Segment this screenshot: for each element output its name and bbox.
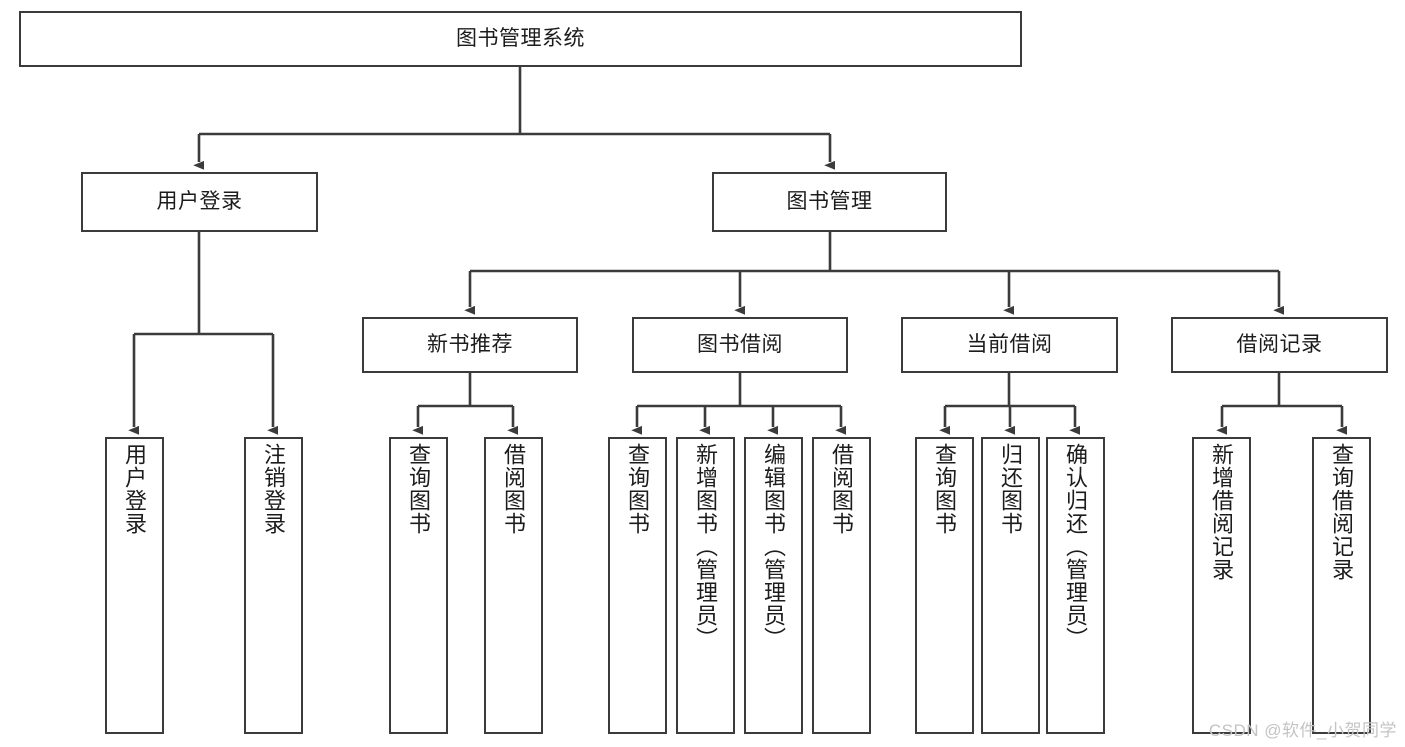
node-leaf-query-book-recommend[interactable]: 查询图书 (389, 437, 448, 734)
node-borrow-record-label: 借阅记录 (1236, 332, 1323, 356)
node-leaf-borrow-book-borrow[interactable]: 借阅图书 (812, 437, 871, 734)
node-leaf-return-book-label: 归还图书 (998, 443, 1024, 535)
node-leaf-edit-book-admin-label: 编辑图书（管理员） (761, 443, 787, 650)
node-leaf-query-book-current[interactable]: 查询图书 (915, 437, 974, 734)
node-leaf-user-login-label: 用户登录 (122, 443, 148, 535)
node-leaf-borrow-book-recommend[interactable]: 借阅图书 (484, 437, 543, 734)
node-leaf-add-book-admin[interactable]: 新增图书（管理员） (676, 437, 735, 734)
node-leaf-query-book-borrow[interactable]: 查询图书 (608, 437, 667, 734)
node-user-login-label: 用户登录 (156, 189, 243, 213)
node-new-book-recommend[interactable]: 新书推荐 (362, 317, 578, 373)
node-leaf-query-book-current-label: 查询图书 (932, 443, 958, 535)
node-leaf-edit-book-admin[interactable]: 编辑图书（管理员） (744, 437, 803, 734)
node-current-borrow-label: 当前借阅 (966, 332, 1053, 356)
csdn-watermark: CSDN @软件_小贺同学 (1208, 721, 1397, 740)
node-leaf-add-book-admin-label: 新增图书（管理员） (693, 443, 719, 650)
node-leaf-borrow-book-borrow-label: 借阅图书 (829, 443, 855, 535)
node-leaf-user-logout-label: 注销登录 (261, 443, 287, 535)
node-current-borrow[interactable]: 当前借阅 (901, 317, 1118, 373)
node-leaf-confirm-return-admin-label: 确认归还（管理员） (1063, 443, 1089, 650)
node-leaf-query-borrow-record[interactable]: 查询借阅记录 (1312, 437, 1371, 734)
node-book-management-label: 图书管理 (786, 189, 873, 213)
node-root-label: 图书管理系统 (456, 26, 585, 50)
node-book-borrow-label: 图书借阅 (697, 332, 783, 356)
node-leaf-query-borrow-record-label: 查询借阅记录 (1329, 443, 1355, 581)
node-leaf-query-book-recommend-label: 查询图书 (406, 443, 432, 535)
node-leaf-confirm-return-admin[interactable]: 确认归还（管理员） (1046, 437, 1105, 734)
node-leaf-user-logout[interactable]: 注销登录 (244, 437, 303, 734)
node-leaf-return-book[interactable]: 归还图书 (981, 437, 1040, 734)
node-new-book-recommend-label: 新书推荐 (427, 332, 513, 356)
node-leaf-query-book-borrow-label: 查询图书 (625, 443, 651, 535)
node-leaf-add-borrow-record-label: 新增借阅记录 (1209, 443, 1235, 581)
node-book-borrow[interactable]: 图书借阅 (632, 317, 848, 373)
node-leaf-borrow-book-recommend-label: 借阅图书 (501, 443, 527, 535)
node-leaf-add-borrow-record[interactable]: 新增借阅记录 (1192, 437, 1251, 734)
node-root[interactable]: 图书管理系统 (19, 11, 1022, 67)
node-user-login[interactable]: 用户登录 (81, 172, 318, 232)
node-borrow-record[interactable]: 借阅记录 (1171, 317, 1388, 373)
node-book-management[interactable]: 图书管理 (712, 172, 947, 232)
node-leaf-user-login[interactable]: 用户登录 (105, 437, 164, 734)
